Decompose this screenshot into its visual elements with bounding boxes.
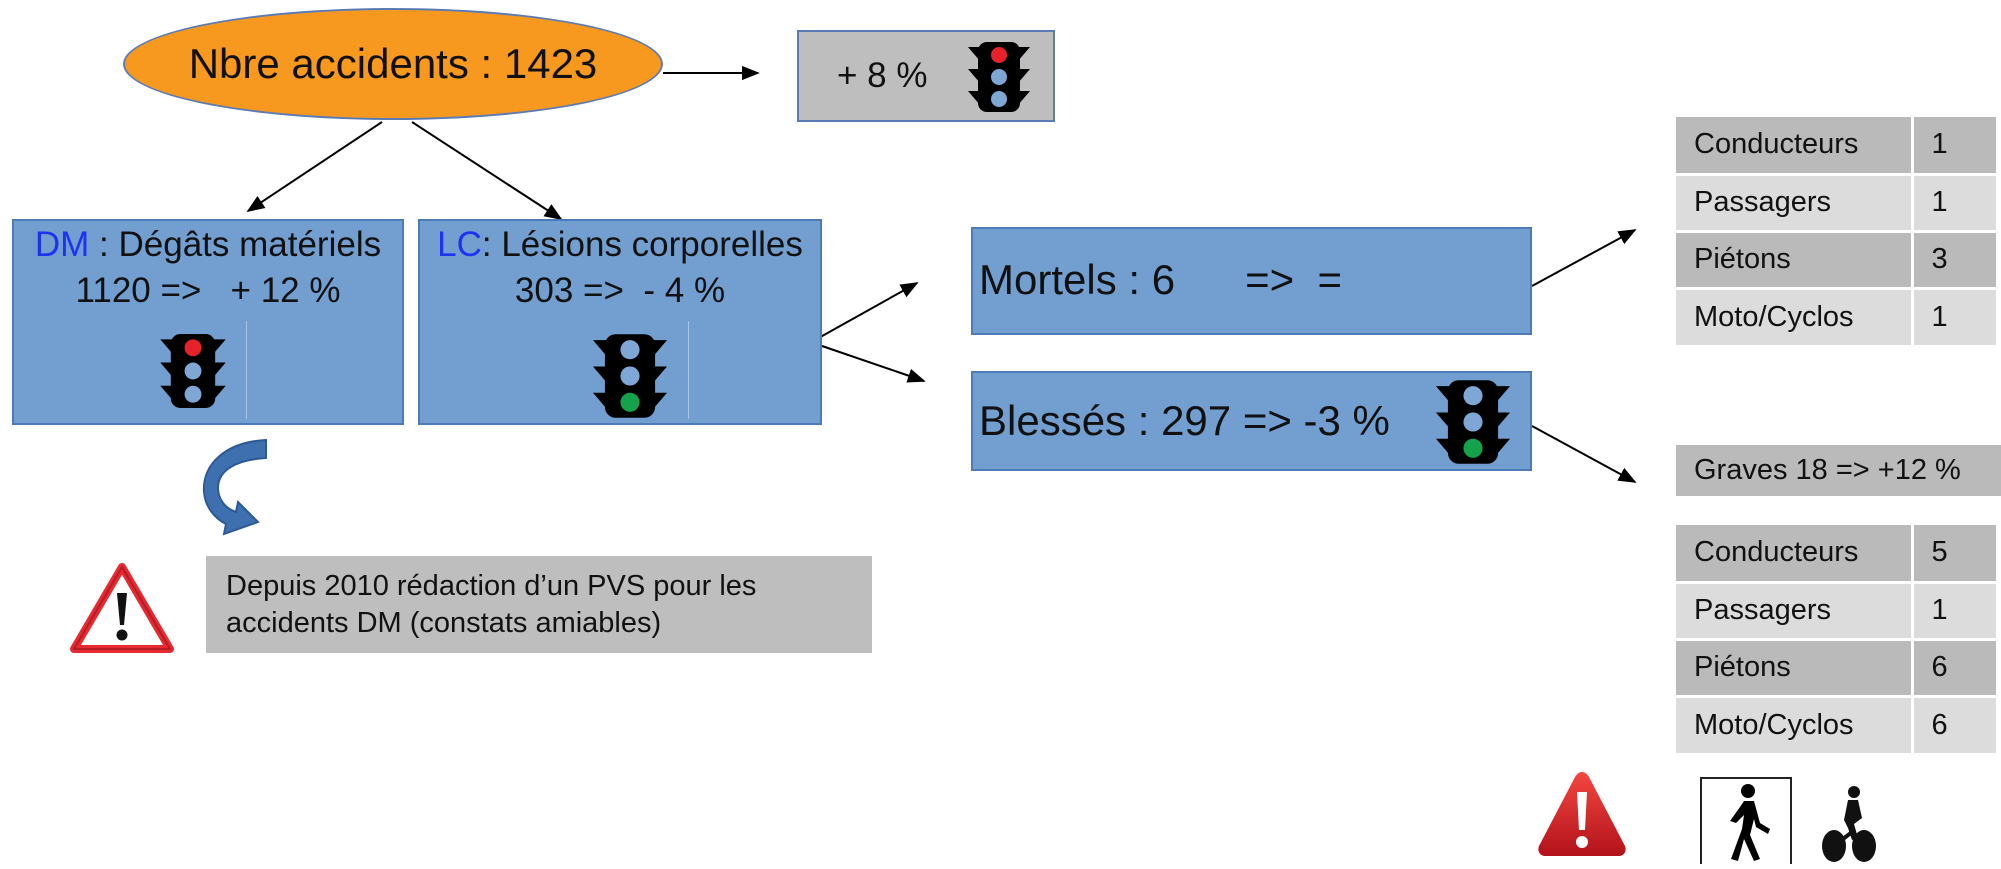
table-row: Piétons 3 [1676,231,1996,288]
dm-title-text: : Dégâts matériels [89,225,382,264]
traffic-light-icon [1435,380,1511,464]
curved-arrow-icon [202,438,267,536]
lc-abbr: LC [437,225,482,264]
pedestrian-icon [1730,784,1770,861]
lc-title: LC: Lésions corporelles [420,225,820,265]
pvs-note-line-1: Depuis 2010 rédaction d’un PVS pour les [226,570,757,602]
row-category: Conducteurs [1676,117,1912,174]
arrow-blesses-to-graves [1531,425,1637,483]
dm-abbr: DM [34,225,90,264]
row-value: 5 [1910,525,1996,582]
arrow-lc-to-blesses [821,345,926,383]
table-row: Passagers 1 [1676,582,1996,639]
row-value: 3 [1910,231,1996,288]
row-category: Passagers [1676,174,1912,231]
total-accidents-label: Nbre accidents : 1423 [188,40,598,87]
row-value: 1 [1910,174,1996,231]
lc-title-text: : Lésions corporelles [481,225,803,264]
mortels-label: Mortels : 6 => = [979,256,1342,303]
traffic-light-icon [968,42,1030,112]
mortels-box: Mortels : 6 => = [971,227,1532,335]
total-accidents-node: Nbre accidents : 1423 [123,8,663,120]
lc-stats: 303 => - 4 % [514,271,726,310]
row-category: Conducteurs [1676,525,1912,582]
row-value: 6 [1910,639,1996,696]
arrow-root-to-dm [246,121,383,212]
divider [246,321,247,419]
dm-title: DM : Dégâts matériels [14,225,402,265]
cyclist-icon [1822,786,1876,862]
warning-triangle-icon [1538,772,1626,856]
row-category: Passagers [1676,582,1912,639]
arrow-mortels-to-table [1531,229,1637,287]
lc-box: LC: Lésions corporelles 303 => - 4 % [418,219,822,425]
row-value: 1 [1910,288,1996,345]
graves-header: Graves 18 => +12 % [1676,445,2001,496]
dm-box: DM : Dégâts matériels 1120 => + 12 % [12,219,404,425]
graves-breakdown-table: Conducteurs 5 Passagers 1 Piétons 6 Moto… [1676,525,1996,753]
table-row: Conducteurs 1 [1676,117,1996,174]
arrow-lc-to-mortels [814,282,919,341]
divider [688,321,689,419]
graves-label: Graves 18 => +12 % [1694,454,1961,486]
dm-stats: 1120 => + 12 % [75,271,341,310]
table-row: Moto/Cyclos 6 [1676,696,1996,753]
row-category: Piétons [1676,639,1912,696]
row-category: Moto/Cyclos [1676,288,1912,345]
table-row: Piétons 6 [1676,639,1996,696]
arrow-root-to-lc [411,121,563,220]
traffic-light-icon [592,334,668,418]
warning-triangle-icon [70,563,174,653]
row-value: 1 [1910,117,1996,174]
table-row: Passagers 1 [1676,174,1996,231]
table-row: Conducteurs 5 [1676,525,1996,582]
row-value: 6 [1910,696,1996,753]
pvs-note: Depuis 2010 rédaction d’un PVS pour les … [206,556,872,653]
pvs-note-line-2: accidents DM (constats amiables) [226,607,662,639]
table-row: Moto/Cyclos 1 [1676,288,1996,345]
overall-change-label: + 8 % [837,56,928,95]
traffic-light-icon [160,334,226,408]
row-category: Piétons [1676,231,1912,288]
pedestrian-sign [1700,777,1792,864]
blesses-box: Blessés : 297 => -3 % [971,371,1532,471]
mortels-breakdown-table: Conducteurs 1 Passagers 1 Piétons 3 Moto… [1676,117,1996,345]
blesses-label: Blessés : 297 => -3 % [979,397,1390,444]
row-category: Moto/Cyclos [1676,696,1912,753]
row-value: 1 [1910,582,1996,639]
